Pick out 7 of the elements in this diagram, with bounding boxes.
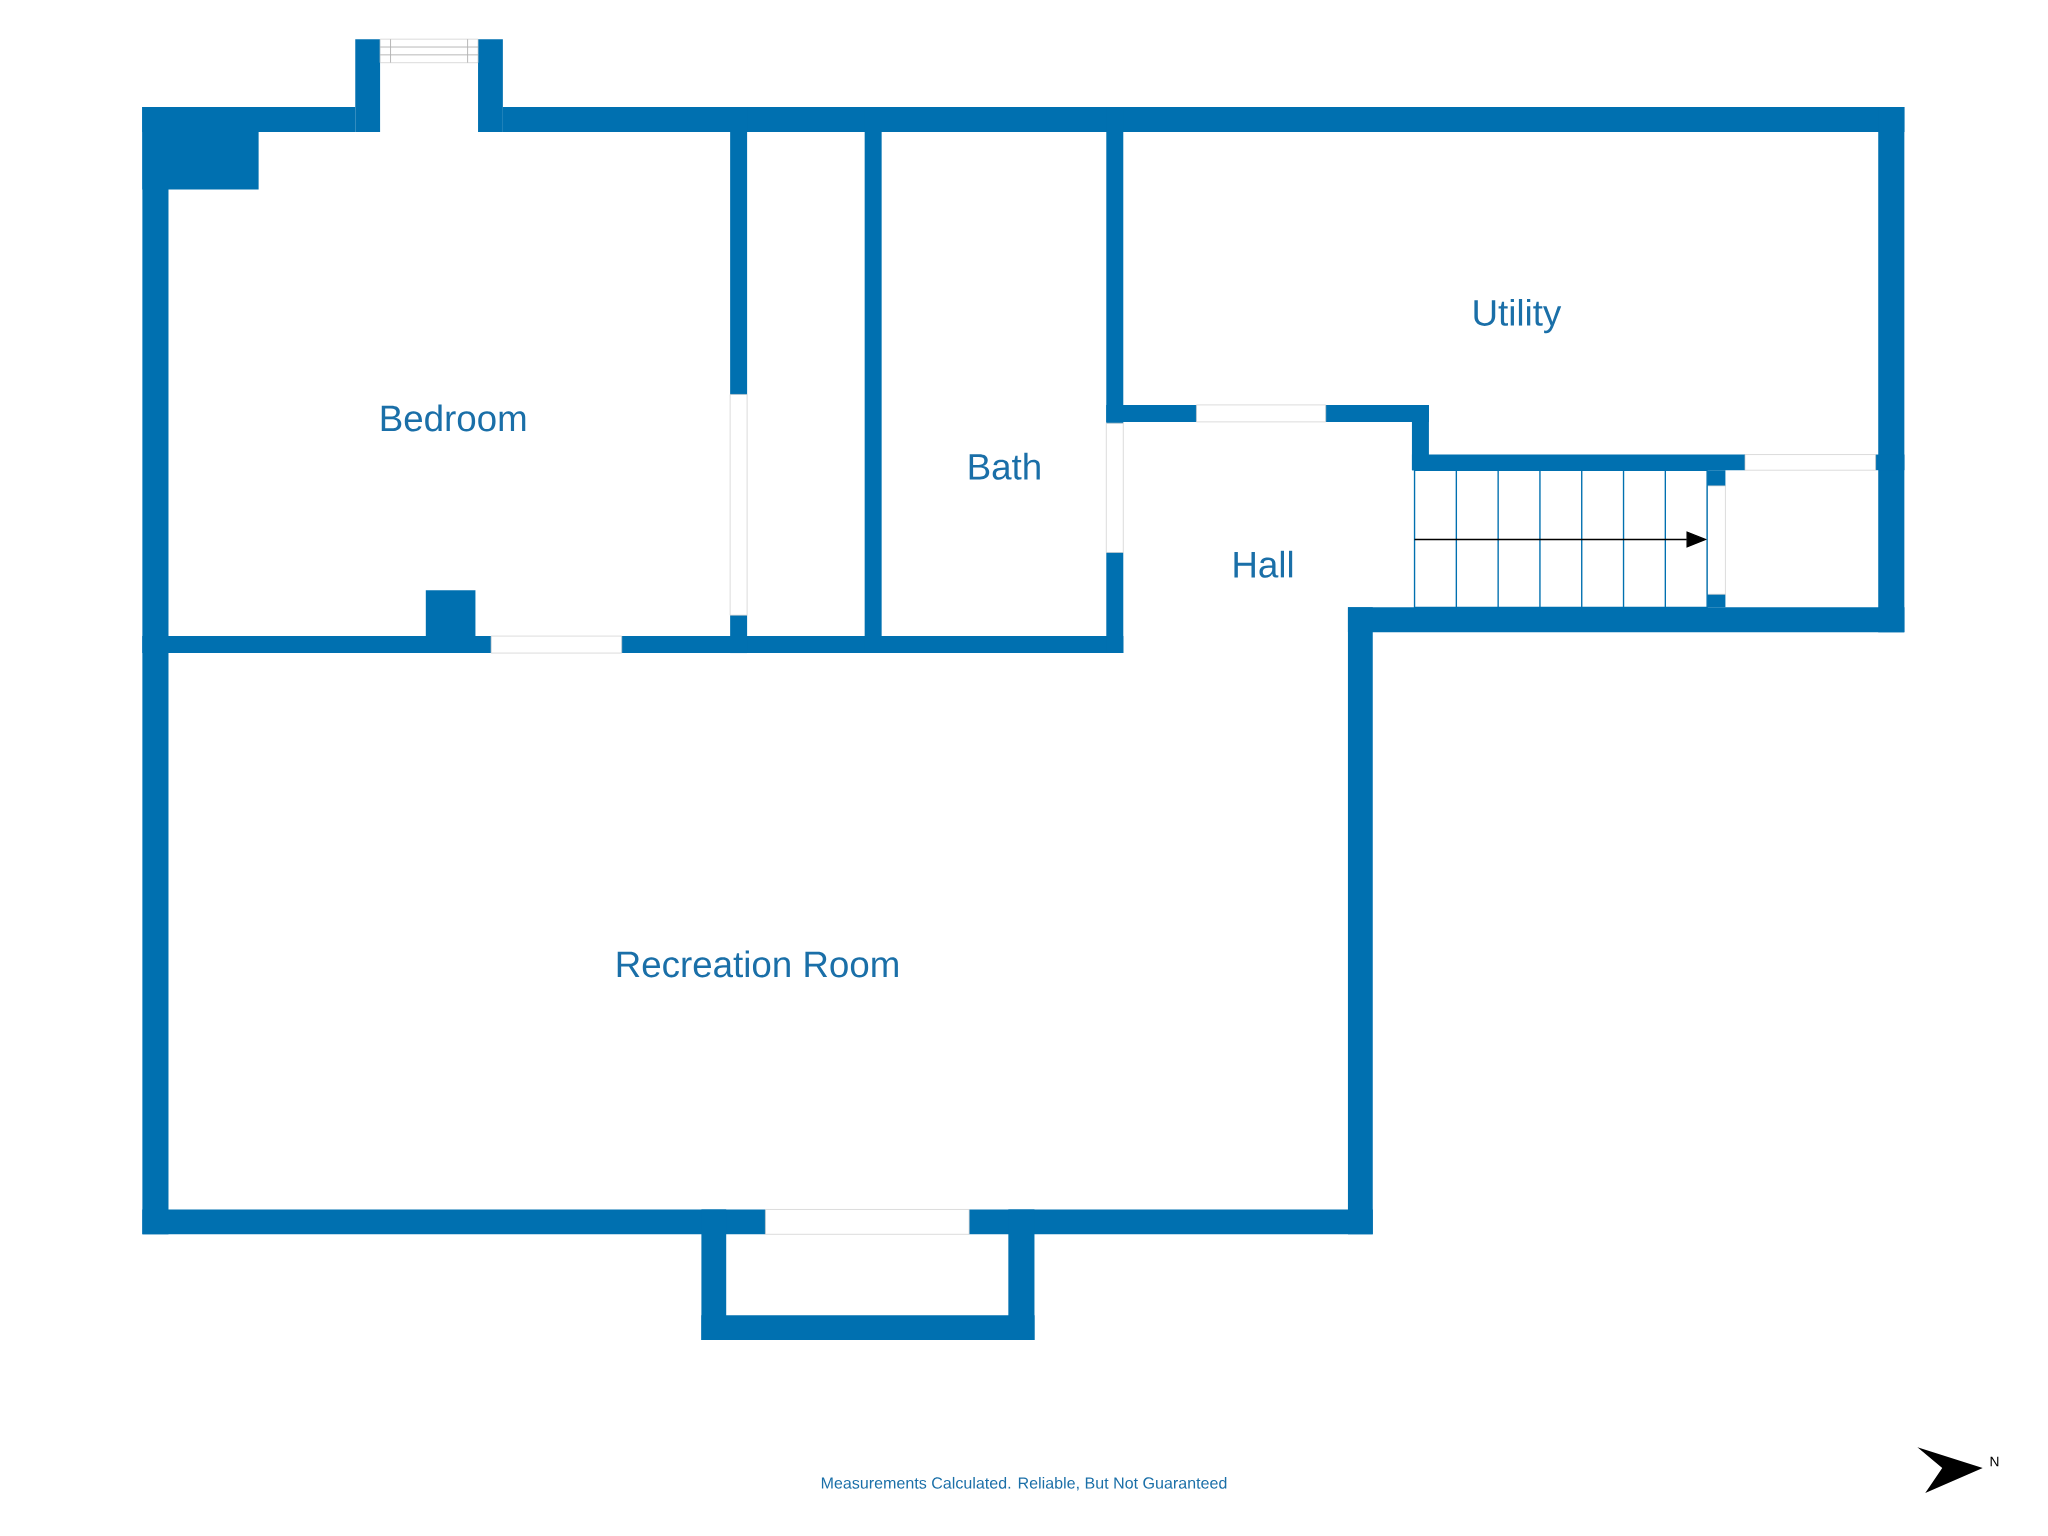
footer-note: Measurements Calculated. Reliable, But Not Guaranteed	[821, 1476, 1227, 1491]
compass-label: N	[1990, 1456, 1999, 1467]
room-label: Recreation Room	[617, 950, 898, 978]
room-label: Hall	[1234, 550, 1293, 578]
room-label: Utility	[1474, 299, 1562, 334]
room-label: Bath	[969, 452, 1040, 480]
room-label: Bedroom	[381, 404, 526, 432]
